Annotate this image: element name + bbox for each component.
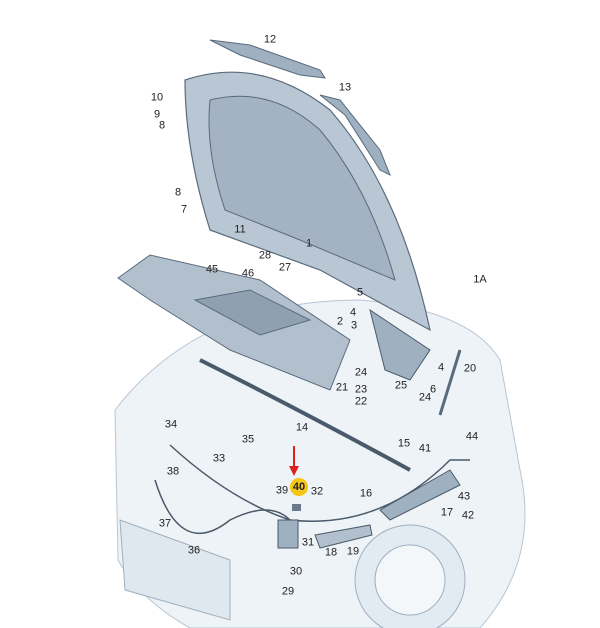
label-4: 4 bbox=[349, 306, 357, 319]
label-24: 24 bbox=[418, 391, 432, 404]
label-21: 21 bbox=[335, 381, 349, 394]
label-15: 15 bbox=[397, 437, 411, 450]
plenum-cover bbox=[117, 254, 351, 391]
label-30: 30 bbox=[289, 565, 303, 578]
label-11: 11 bbox=[234, 223, 246, 236]
label-27: 27 bbox=[278, 261, 292, 274]
label-13: 13 bbox=[338, 81, 352, 94]
seal-12 bbox=[209, 39, 326, 79]
label-12: 12 bbox=[263, 33, 277, 46]
label-45: 45 bbox=[205, 263, 219, 276]
label-4: 4 bbox=[437, 361, 445, 374]
label-20: 20 bbox=[463, 362, 477, 375]
seal-14 bbox=[199, 358, 411, 472]
label-36: 36 bbox=[187, 544, 201, 557]
label-32: 32 bbox=[310, 485, 324, 498]
label-24: 24 bbox=[354, 366, 368, 379]
label-39: 39 bbox=[275, 484, 289, 497]
label-34: 34 bbox=[164, 418, 178, 431]
label-43: 43 bbox=[457, 490, 471, 503]
hood-lock bbox=[277, 519, 299, 549]
label-22: 22 bbox=[354, 395, 368, 408]
label-23: 23 bbox=[354, 383, 368, 396]
label-25: 25 bbox=[394, 379, 408, 392]
label-37: 37 bbox=[158, 517, 172, 530]
label-18: 18 bbox=[324, 546, 338, 559]
front-grille bbox=[119, 519, 231, 621]
label-7: 7 bbox=[180, 203, 188, 216]
label-8: 8 bbox=[158, 119, 166, 132]
label-10: 10 bbox=[150, 91, 164, 104]
label-28: 28 bbox=[258, 249, 272, 262]
label-3: 3 bbox=[350, 319, 358, 332]
label-29: 29 bbox=[281, 585, 295, 598]
label-2: 2 bbox=[336, 315, 344, 328]
label-1: 1 bbox=[305, 237, 313, 250]
label-41: 41 bbox=[418, 442, 432, 455]
part-40 bbox=[292, 504, 301, 511]
label-17: 17 bbox=[440, 506, 454, 519]
label-5: 5 bbox=[356, 286, 364, 299]
label-6: 6 bbox=[429, 383, 437, 396]
label-38: 38 bbox=[166, 465, 180, 478]
label-46: 46 bbox=[241, 267, 255, 280]
label-16: 16 bbox=[359, 487, 373, 500]
label-33: 33 bbox=[212, 452, 226, 465]
cover-18 bbox=[314, 524, 373, 549]
label-14: 14 bbox=[295, 421, 309, 434]
label-31: 31 bbox=[301, 536, 315, 549]
air-guide-16 bbox=[379, 469, 461, 521]
label-1A: 1A bbox=[473, 273, 487, 286]
label-35: 35 bbox=[241, 433, 255, 446]
label-19: 19 bbox=[346, 545, 360, 558]
label-44: 44 bbox=[465, 430, 479, 443]
hood-hinge bbox=[369, 308, 431, 381]
label-40-highlighted: 40 bbox=[290, 478, 308, 496]
label-42: 42 bbox=[461, 509, 475, 522]
gas-strut bbox=[438, 349, 462, 416]
label-8: 8 bbox=[174, 186, 182, 199]
seal-13 bbox=[319, 94, 391, 177]
label-9: 9 bbox=[153, 108, 161, 121]
